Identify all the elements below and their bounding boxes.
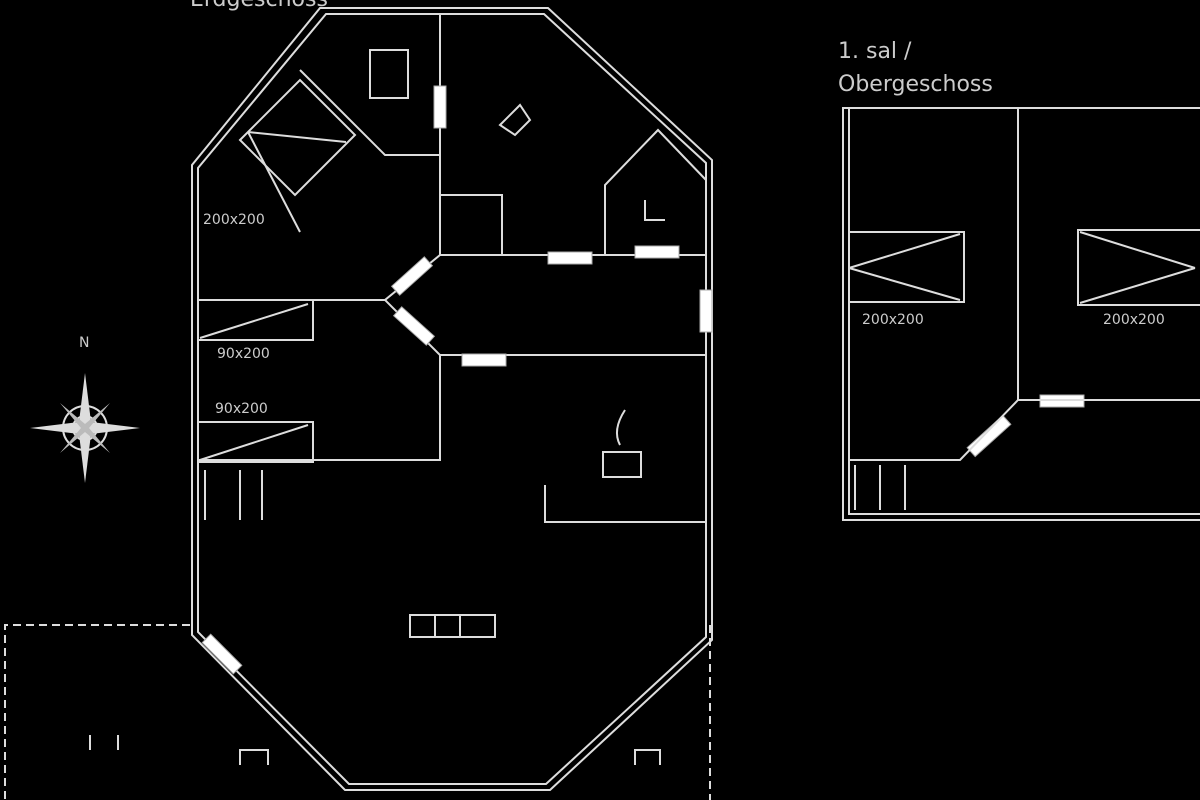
bed-size-label: 90x200 xyxy=(217,346,270,362)
compass-rose-icon xyxy=(30,373,140,483)
upper-floor-walls xyxy=(842,107,1200,521)
upper-floor-title-line1: 1. sal / xyxy=(838,39,912,64)
bed-size-label: 200x200 xyxy=(862,312,924,328)
compass-north-label: N xyxy=(79,335,90,351)
bed-size-label: 200x200 xyxy=(1103,312,1165,328)
ground-floor-title: Erdgeschoss xyxy=(190,0,328,12)
bed-size-label: 90x200 xyxy=(215,401,268,417)
upper-floor-title-line2: Obergeschoss xyxy=(838,72,993,97)
terrace-outline xyxy=(4,624,711,800)
bed-size-label: 200x200 xyxy=(203,212,265,228)
windows xyxy=(201,85,1085,675)
ground-floor-walls xyxy=(191,7,713,791)
